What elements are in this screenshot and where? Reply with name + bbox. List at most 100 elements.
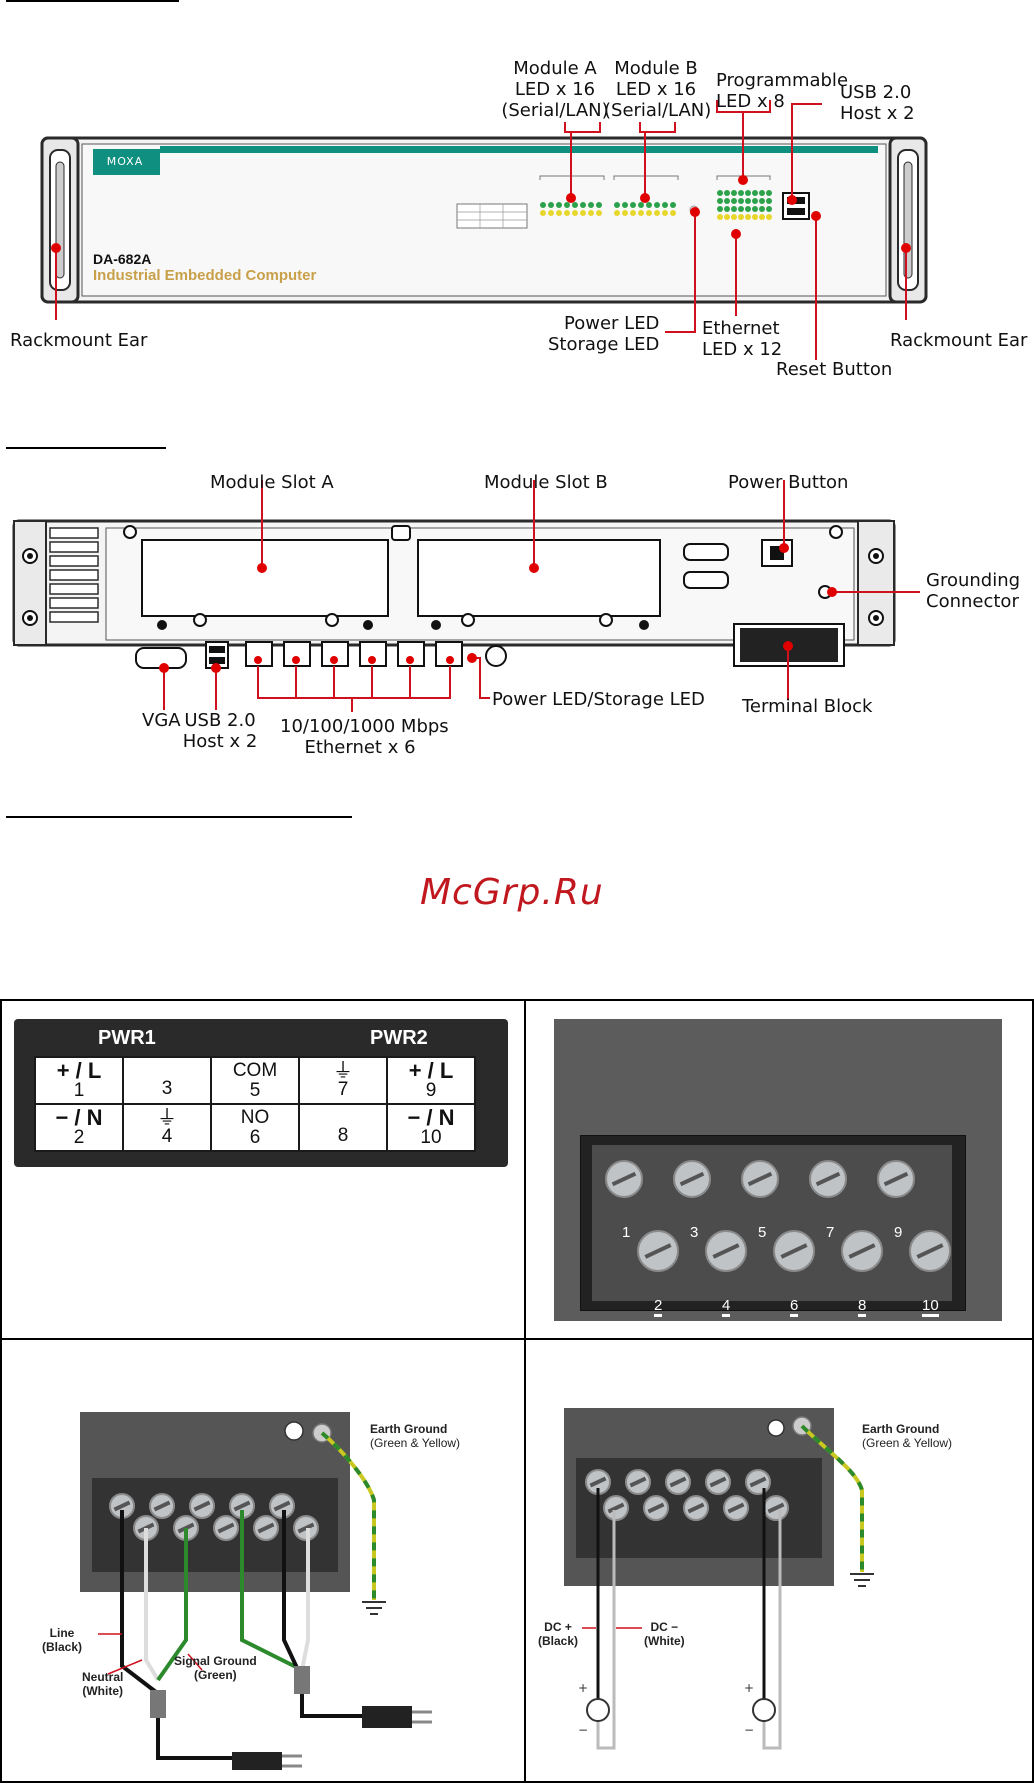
watermark: McGrp.Ru bbox=[420, 872, 604, 913]
ac-neutral-line2: (White) bbox=[82, 1684, 123, 1698]
callout-usb-rear: USB 2.0 Host x 2 bbox=[180, 710, 260, 752]
callout-power-led-line2: Storage LED bbox=[548, 334, 660, 355]
led-dot bbox=[731, 198, 737, 204]
rear-panel-drawing bbox=[12, 480, 920, 712]
screw-slot bbox=[217, 1522, 235, 1534]
led-dot bbox=[752, 190, 758, 196]
screw-slot bbox=[273, 1500, 291, 1512]
led-dot bbox=[745, 190, 751, 196]
grid-border-center bbox=[524, 999, 526, 1783]
module-b-led-grid bbox=[614, 202, 678, 222]
pin-7: ⏚7 bbox=[298, 1056, 388, 1105]
led-dot bbox=[724, 190, 730, 196]
callout-vga: VGA bbox=[142, 710, 181, 731]
screw-slot bbox=[193, 1500, 211, 1512]
led-dot bbox=[662, 202, 668, 208]
ac-earth-ground-label: Earth Ground (Green & Yellow) bbox=[370, 1422, 460, 1450]
led-dot bbox=[717, 198, 723, 204]
callout-module-a: Module A LED x 16 (Serial/LAN) bbox=[500, 58, 610, 121]
terminal-number-10: 10 bbox=[922, 1297, 939, 1317]
callout-power-button: Power Button bbox=[728, 472, 849, 493]
screw-slot bbox=[815, 1171, 841, 1187]
callout-module-b-line1: Module B bbox=[614, 58, 698, 79]
led-dot bbox=[630, 210, 636, 216]
screw-slot bbox=[767, 1502, 785, 1514]
callout-usb-rear-line2: Host x 2 bbox=[182, 731, 258, 752]
led-dot bbox=[540, 202, 546, 208]
led-dot bbox=[540, 210, 546, 216]
grid-border-right bbox=[1032, 999, 1034, 1783]
led-dot bbox=[622, 202, 628, 208]
screw-slot bbox=[233, 1500, 251, 1512]
led-dot bbox=[745, 206, 751, 212]
led-dot bbox=[724, 214, 730, 220]
led-dot bbox=[759, 198, 765, 204]
led-dot bbox=[580, 210, 586, 216]
led-dot bbox=[596, 202, 602, 208]
callout-power-led-front: Power LED Storage LED bbox=[548, 313, 659, 355]
terminal-top-numbers: 1 3 5 7 9 bbox=[594, 1224, 914, 1244]
led-dot bbox=[745, 198, 751, 204]
screw-slot bbox=[607, 1502, 625, 1514]
led-dot bbox=[630, 202, 636, 208]
led-dot bbox=[731, 214, 737, 220]
rear-panel-figure: Module Slot A Module Slot B Power Button… bbox=[0, 460, 1034, 780]
section-rule-front bbox=[6, 0, 179, 2]
led-dot bbox=[614, 210, 620, 216]
callout-slot-a: Module Slot A bbox=[210, 472, 334, 493]
ac-line-label: Line (Black) bbox=[42, 1626, 82, 1654]
screw-slot bbox=[257, 1522, 275, 1534]
ac-signal-ground-line2: (Green) bbox=[193, 1668, 237, 1682]
callout-module-a-line2: LED x 16 bbox=[514, 79, 596, 100]
screw-slot bbox=[644, 1243, 672, 1259]
callout-ethernet-rear-line1: 10/100/1000 Mbps bbox=[280, 716, 449, 737]
led-dot bbox=[759, 190, 765, 196]
screw-slot bbox=[749, 1476, 767, 1488]
product-model: DA-682A bbox=[93, 251, 152, 267]
grid-border-left bbox=[0, 999, 2, 1783]
pin-2-number: 2 bbox=[73, 1126, 85, 1148]
ac-signal-ground-label: Signal Ground (Green) bbox=[174, 1654, 257, 1682]
programmable-led-grid bbox=[717, 190, 773, 225]
led-dot bbox=[654, 202, 660, 208]
callout-power-led-line1: Power LED bbox=[564, 313, 660, 334]
grid-border-middle bbox=[0, 1338, 1034, 1340]
pin-10-label: − / N bbox=[407, 1104, 455, 1130]
screw-slot bbox=[747, 1171, 773, 1187]
pin-2-label: − / N bbox=[55, 1104, 103, 1130]
terminal-number-4: 4 bbox=[722, 1297, 731, 1317]
led-dot bbox=[622, 210, 628, 216]
led-dot bbox=[654, 210, 660, 216]
led-dot bbox=[556, 210, 562, 216]
dc-plus-line1: DC + bbox=[544, 1620, 572, 1634]
pin-9-label: + / L bbox=[408, 1057, 454, 1083]
pin-10-number: 10 bbox=[420, 1126, 442, 1148]
led-dot bbox=[588, 210, 594, 216]
dc-plus-line2: (Black) bbox=[538, 1634, 579, 1648]
pin-5-label: COM bbox=[232, 1059, 278, 1081]
dc-wiring-drawing: +− +− bbox=[564, 1408, 874, 1750]
screw-slot bbox=[113, 1500, 131, 1512]
led-dot bbox=[766, 190, 772, 196]
ac-line-line2: (Black) bbox=[42, 1640, 83, 1654]
callout-rackmount-left: Rackmount Ear bbox=[10, 330, 148, 351]
callout-power-led-rear: Power LED/Storage LED bbox=[492, 689, 705, 710]
led-dot bbox=[572, 210, 578, 216]
section-rule-rear bbox=[6, 447, 166, 449]
terminal-number-8: 8 bbox=[858, 1297, 867, 1317]
dc-minus-line1: DC − bbox=[650, 1620, 679, 1634]
led-dot bbox=[717, 214, 723, 220]
callout-slot-b: Module Slot B bbox=[484, 472, 608, 493]
screw-slot bbox=[669, 1476, 687, 1488]
terminal-screws bbox=[605, 1160, 951, 1272]
product-description: Industrial Embedded Computer bbox=[93, 267, 317, 284]
callout-module-b-line3: (Serial/LAN) bbox=[604, 100, 712, 121]
callout-usb-rear-line1: USB 2.0 bbox=[184, 710, 256, 731]
callout-reset: Reset Button bbox=[776, 359, 893, 380]
callout-ethernet-front-line2: LED x 12 bbox=[702, 339, 783, 360]
